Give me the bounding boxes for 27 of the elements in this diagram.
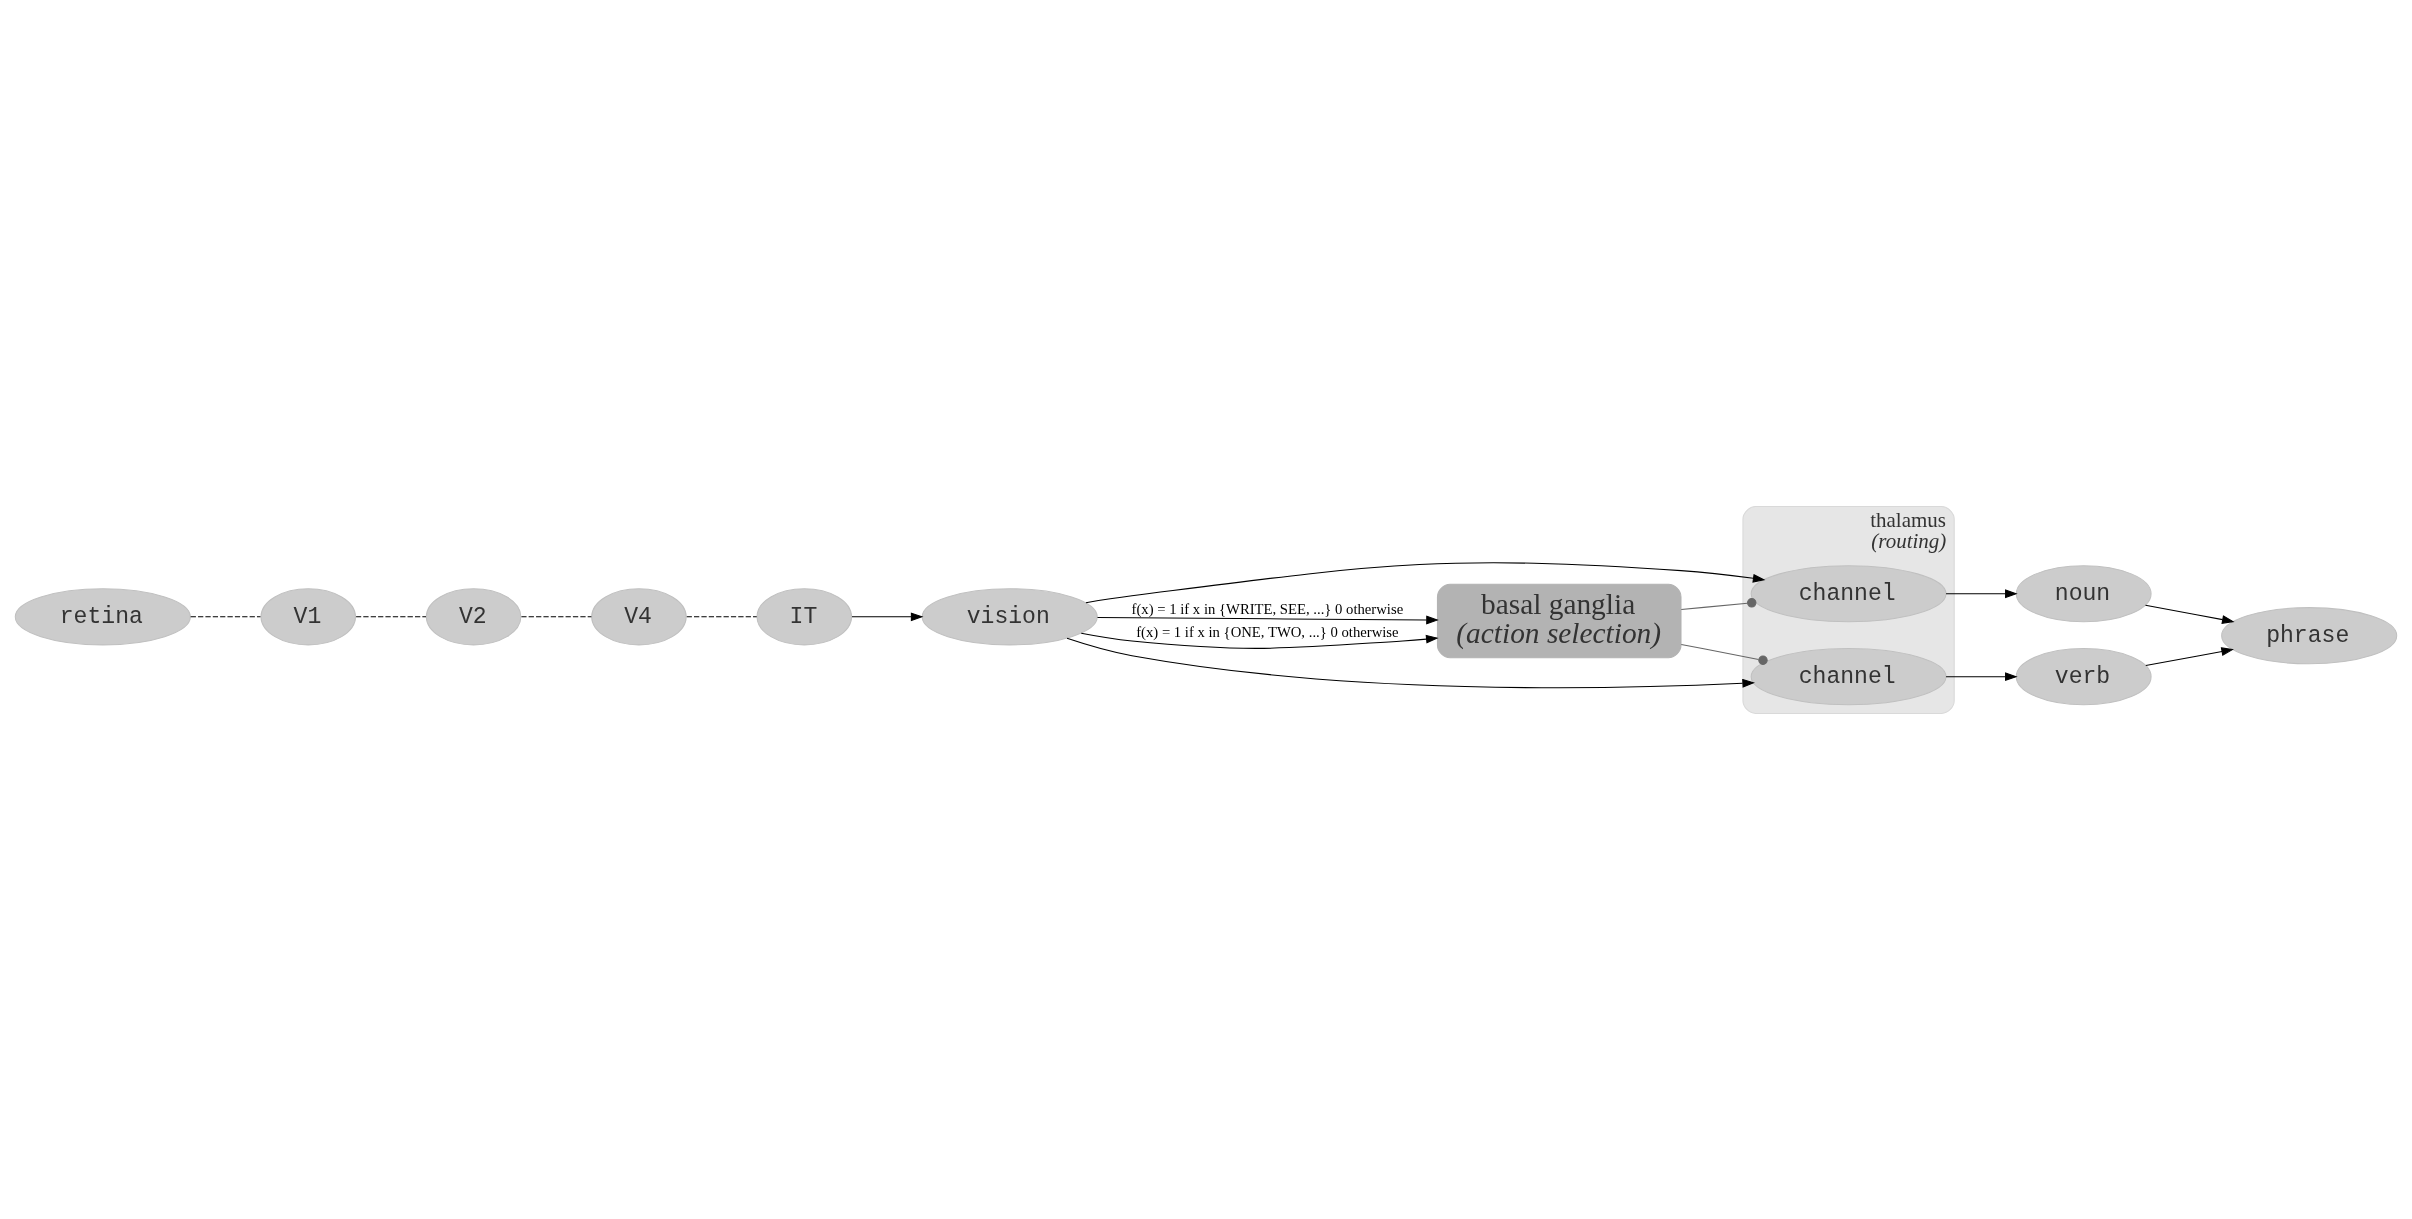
node-ellipse: channel xyxy=(1750,647,1947,705)
arrow xyxy=(1945,671,2018,681)
node-ellipse: IT xyxy=(756,587,853,645)
connector xyxy=(355,615,427,617)
node-ellipse: V1 xyxy=(260,587,357,645)
arrow xyxy=(2145,646,2234,666)
node-ellipse: verb xyxy=(2015,647,2152,705)
node-ellipse: V4 xyxy=(591,587,687,645)
arrow xyxy=(2144,604,2235,624)
node-box: basal ganglia (action selection) xyxy=(1436,583,1682,658)
arrow xyxy=(1097,615,1439,624)
edge-label: f(x) = 1 if x in {WRITE, SEE, ...} 0 otherwise xyxy=(1131,600,1404,617)
connector xyxy=(520,615,592,617)
edge-label: f(x) = 1 if x in {ONE, TWO, ...} 0 otherwise xyxy=(1136,623,1399,640)
arrow xyxy=(1066,637,1755,688)
arrow xyxy=(1085,561,1766,603)
node-ellipse: retina xyxy=(14,587,191,645)
node-ellipse: V2 xyxy=(425,587,522,645)
connector xyxy=(190,615,261,617)
connector xyxy=(1680,643,1768,665)
connector xyxy=(686,615,758,617)
connector xyxy=(1680,597,1757,610)
arrow xyxy=(1945,588,2018,598)
arrow xyxy=(851,611,924,621)
node-ellipse: vision xyxy=(921,587,1098,645)
node-ellipse: noun xyxy=(2015,564,2152,622)
arrow xyxy=(1080,632,1439,649)
